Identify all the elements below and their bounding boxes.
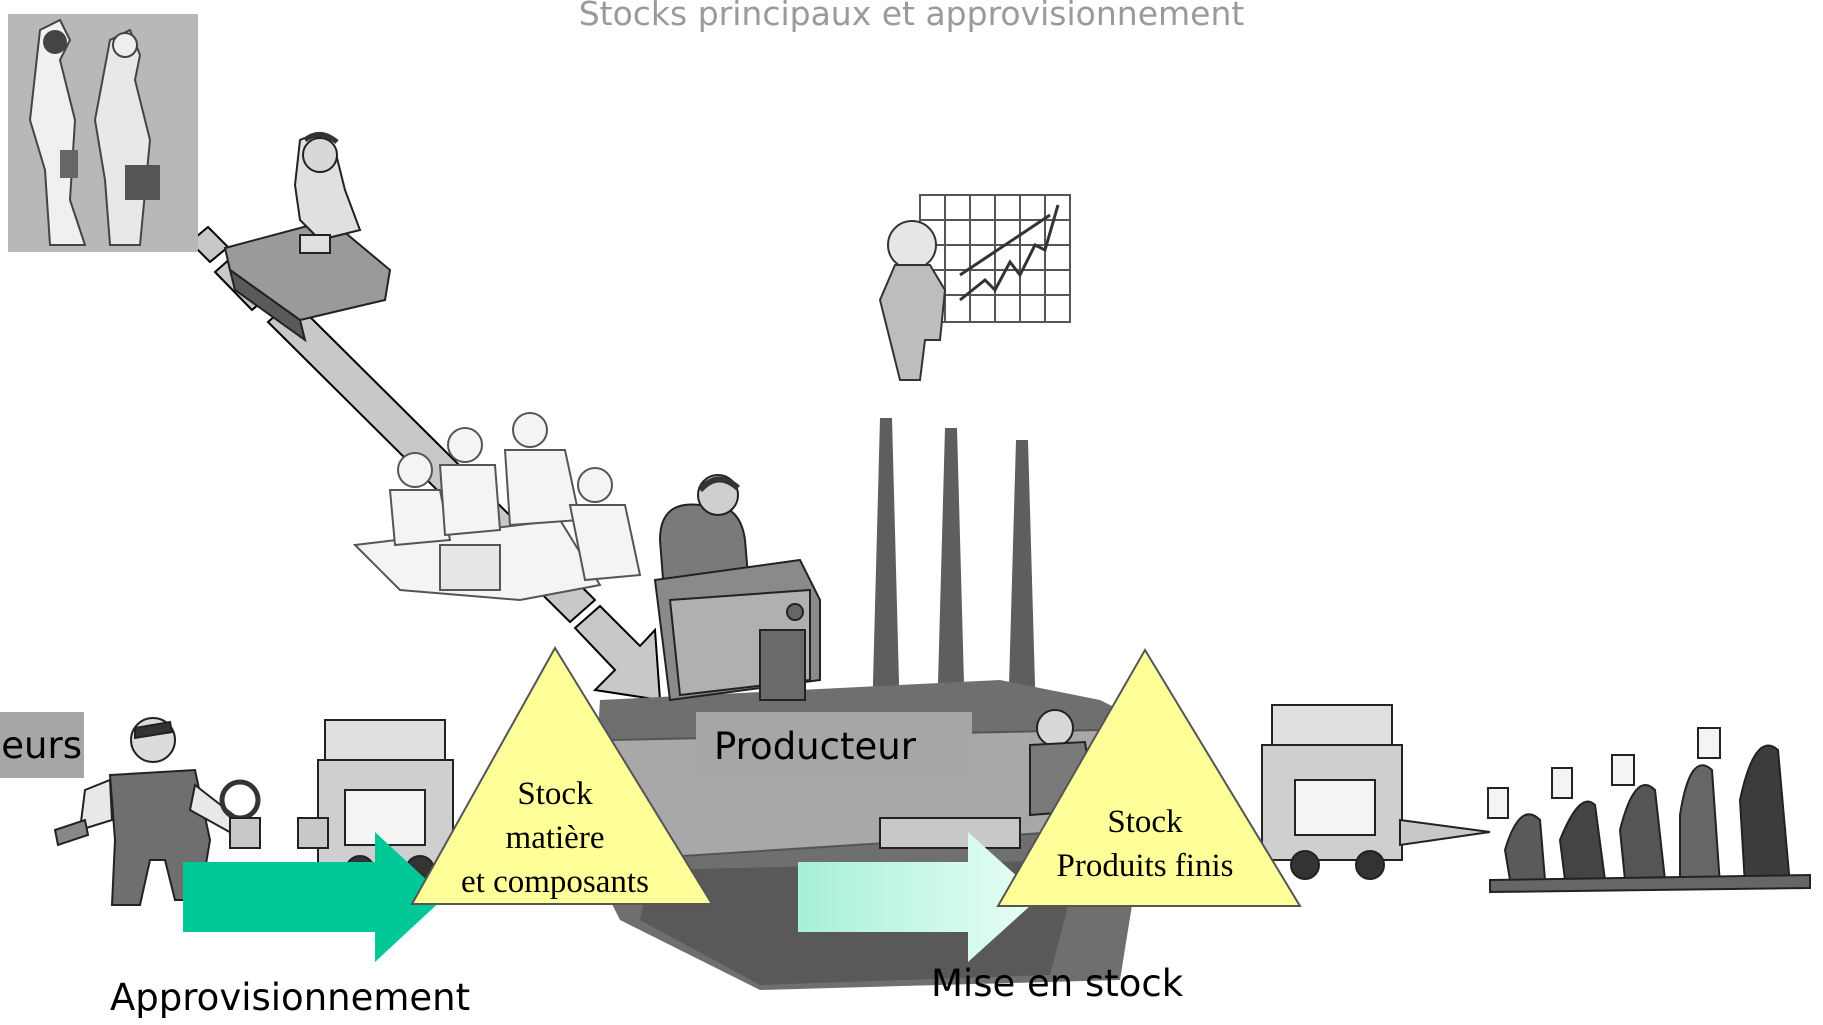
- page-title: Stocks principaux et approvisionnement: [578, 0, 1245, 33]
- growth-chart-presenter-icon: [878, 194, 1071, 381]
- fournisseurs-label: eurs: [1, 723, 82, 767]
- stock-matiere-triangle: [410, 646, 714, 905]
- worker-figure-icon: [1029, 709, 1097, 817]
- stock-produits-line1: Stock: [1107, 804, 1183, 840]
- manager-desk-icon: [653, 474, 821, 702]
- stock-produits-label: Stock Produits finis: [1025, 800, 1265, 888]
- stock-produits-line2: Produits finis: [1056, 848, 1234, 884]
- stock-matiere-line2: matière: [505, 820, 605, 856]
- telephone-desk-man-icon: [223, 132, 392, 343]
- stock-matiere-label: Stock matière et composants: [430, 772, 680, 904]
- team-meeting-laptop-icon: [352, 412, 642, 602]
- fournisseurs-label-box: eurs: [0, 712, 84, 778]
- customers-crowd-icon: [1487, 727, 1811, 894]
- approvisionnement-arrow: [183, 832, 445, 962]
- handshake-figures-icon: [8, 14, 198, 252]
- stock-matiere-line3: et composants: [461, 864, 649, 900]
- stock-matiere-line1: Stock: [517, 776, 593, 812]
- stock-produits-triangle: [996, 648, 1302, 907]
- approvisionnement-caption: Approvisionnement: [110, 976, 471, 1019]
- truck-icon: [1261, 704, 1403, 880]
- mise-en-stock-caption: Mise en stock: [931, 962, 1184, 1005]
- mise-en-stock-arrow: [798, 832, 1040, 962]
- producteur-label-box: Producteur: [696, 712, 972, 780]
- producteur-label: Producteur: [714, 724, 916, 768]
